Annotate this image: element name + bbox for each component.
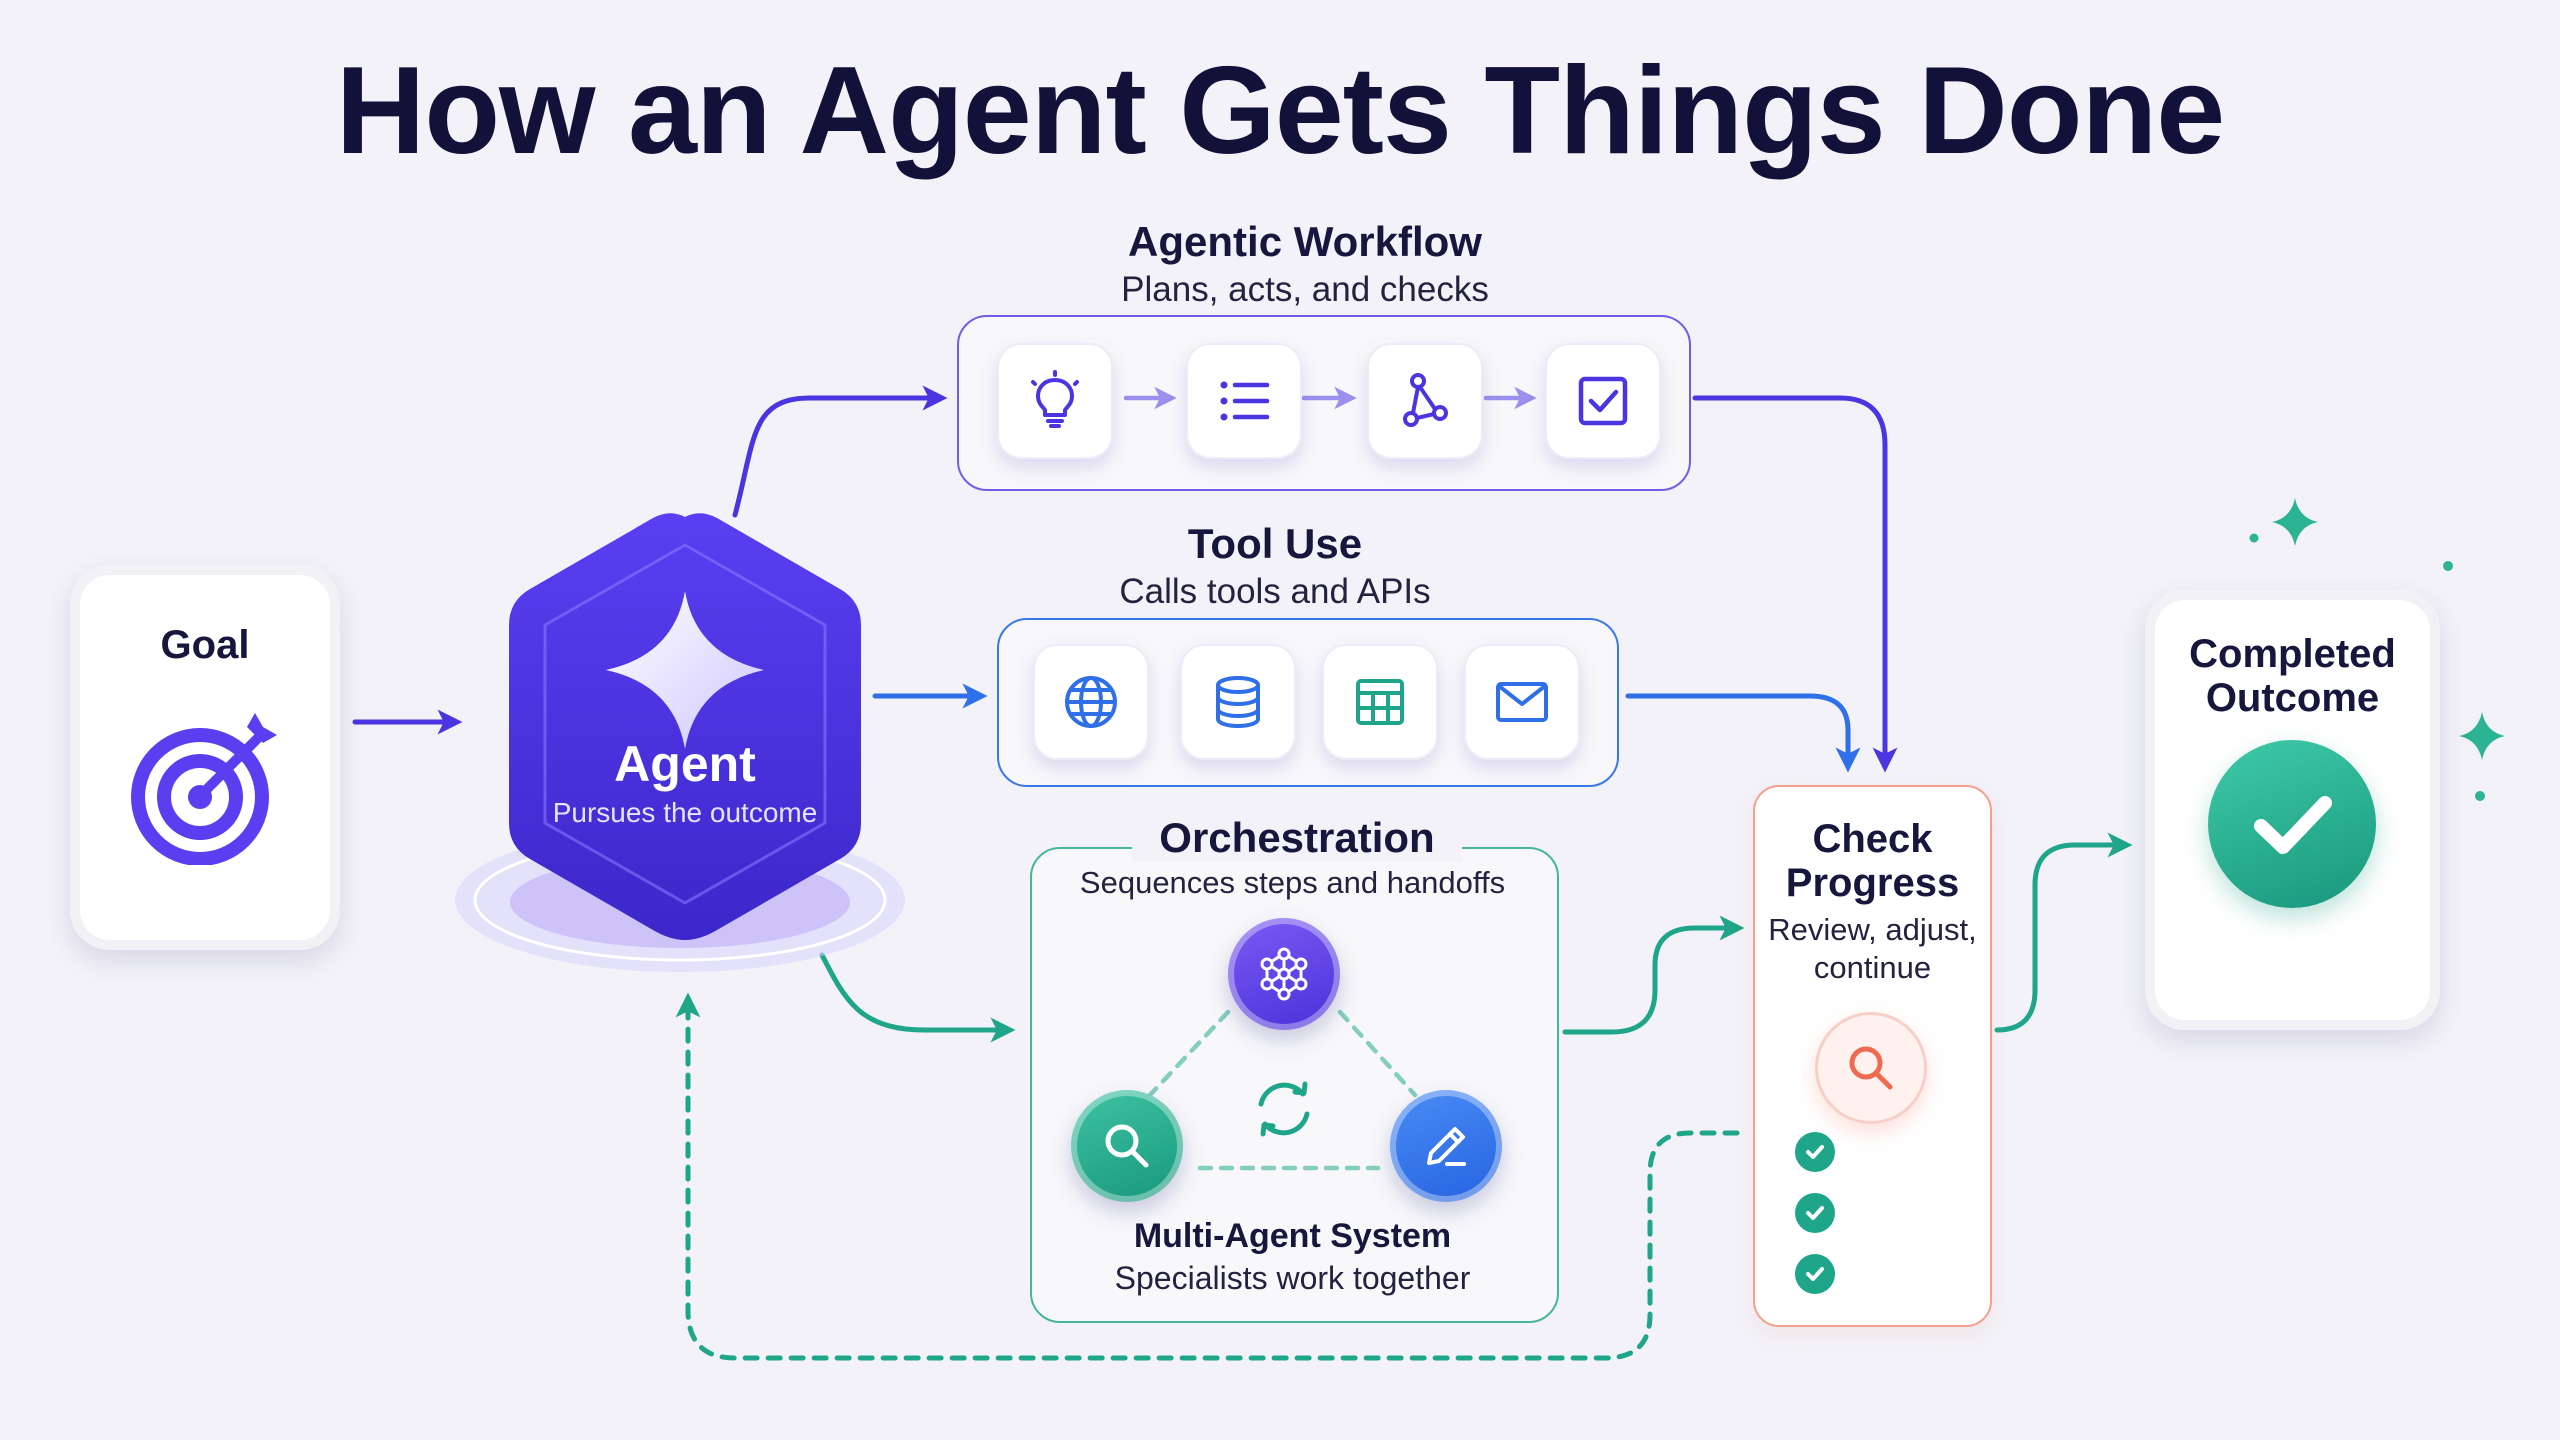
workflow-step-branch[interactable] [1367, 343, 1483, 459]
check-progress-panel: Check Progress Review, adjust, continue [1753, 785, 1992, 1327]
outcome-label-line2: Outcome [2205, 676, 2380, 720]
workflow-step-check[interactable] [1545, 343, 1661, 459]
refresh-icon [1258, 1081, 1310, 1137]
workflow-step-plan[interactable] [997, 343, 1113, 459]
globe-icon [1065, 676, 1117, 728]
check-icon [1806, 1145, 1824, 1159]
check-icon [1806, 1206, 1824, 1220]
search-icon [1105, 1124, 1149, 1168]
workflow-subtitle: Plans, acts, and checks [1121, 270, 1489, 309]
table-icon [1356, 679, 1404, 725]
multi-agent-title: Multi-Agent System [1133, 1217, 1452, 1255]
progress-check-3 [1795, 1254, 1835, 1294]
branch-icon [1403, 373, 1448, 427]
orchestration-title: Orchestration [1132, 814, 1462, 862]
tools-subtitle: Calls tools and APIs [1119, 572, 1431, 611]
page-title: How an Agent Gets Things Done [335, 42, 2225, 180]
search-agent-node[interactable] [1071, 1090, 1183, 1202]
orchestrator-node[interactable] [1228, 918, 1340, 1030]
checkbox-icon [1578, 376, 1628, 426]
lightbulb-icon [1031, 370, 1079, 428]
multi-agent-subtitle: Specialists work together [1114, 1260, 1471, 1296]
check-progress-title-line1: Check [1812, 817, 1933, 861]
check-progress-sub-line1: Review, adjust, [1768, 912, 1977, 947]
network-icon [1260, 947, 1308, 1001]
tool-web[interactable] [1033, 644, 1149, 760]
writer-agent-node[interactable] [1390, 1090, 1502, 1202]
outcome-check-badge [2208, 740, 2376, 908]
outcome-card: Completed Outcome [2145, 590, 2440, 1030]
target-icon [131, 713, 277, 865]
list-icon [1220, 381, 1270, 421]
goal-label: Goal [160, 623, 250, 667]
workflow-title: Agentic Workflow [1128, 218, 1482, 265]
agent-label: Agent [614, 736, 756, 792]
mail-icon [1496, 682, 1548, 722]
tools-title: Tool Use [1187, 520, 1363, 567]
orchestration-subtitle: Sequences steps and handoffs [1079, 865, 1506, 900]
tool-spreadsheet[interactable] [1322, 644, 1438, 760]
agent-subtitle: Pursues the outcome [552, 797, 818, 828]
check-icon [2254, 796, 2332, 854]
check-icon [1806, 1267, 1824, 1281]
progress-check-2 [1795, 1193, 1835, 1233]
pencil-icon [1427, 1127, 1466, 1166]
workflow-step-list[interactable] [1186, 343, 1302, 459]
check-progress-sub-line2: continue [1813, 950, 1932, 985]
review-search-button[interactable] [1815, 1012, 1927, 1124]
sparkle-icon [606, 591, 764, 749]
progress-check-1 [1795, 1132, 1835, 1172]
check-progress-title-line2: Progress [1785, 861, 1960, 905]
tool-database[interactable] [1180, 644, 1296, 760]
goal-card: Goal [70, 565, 340, 950]
tool-email[interactable] [1464, 644, 1580, 760]
search-icon [1849, 1046, 1893, 1090]
database-icon [1216, 676, 1260, 729]
outcome-label-line1: Completed [2189, 632, 2396, 676]
